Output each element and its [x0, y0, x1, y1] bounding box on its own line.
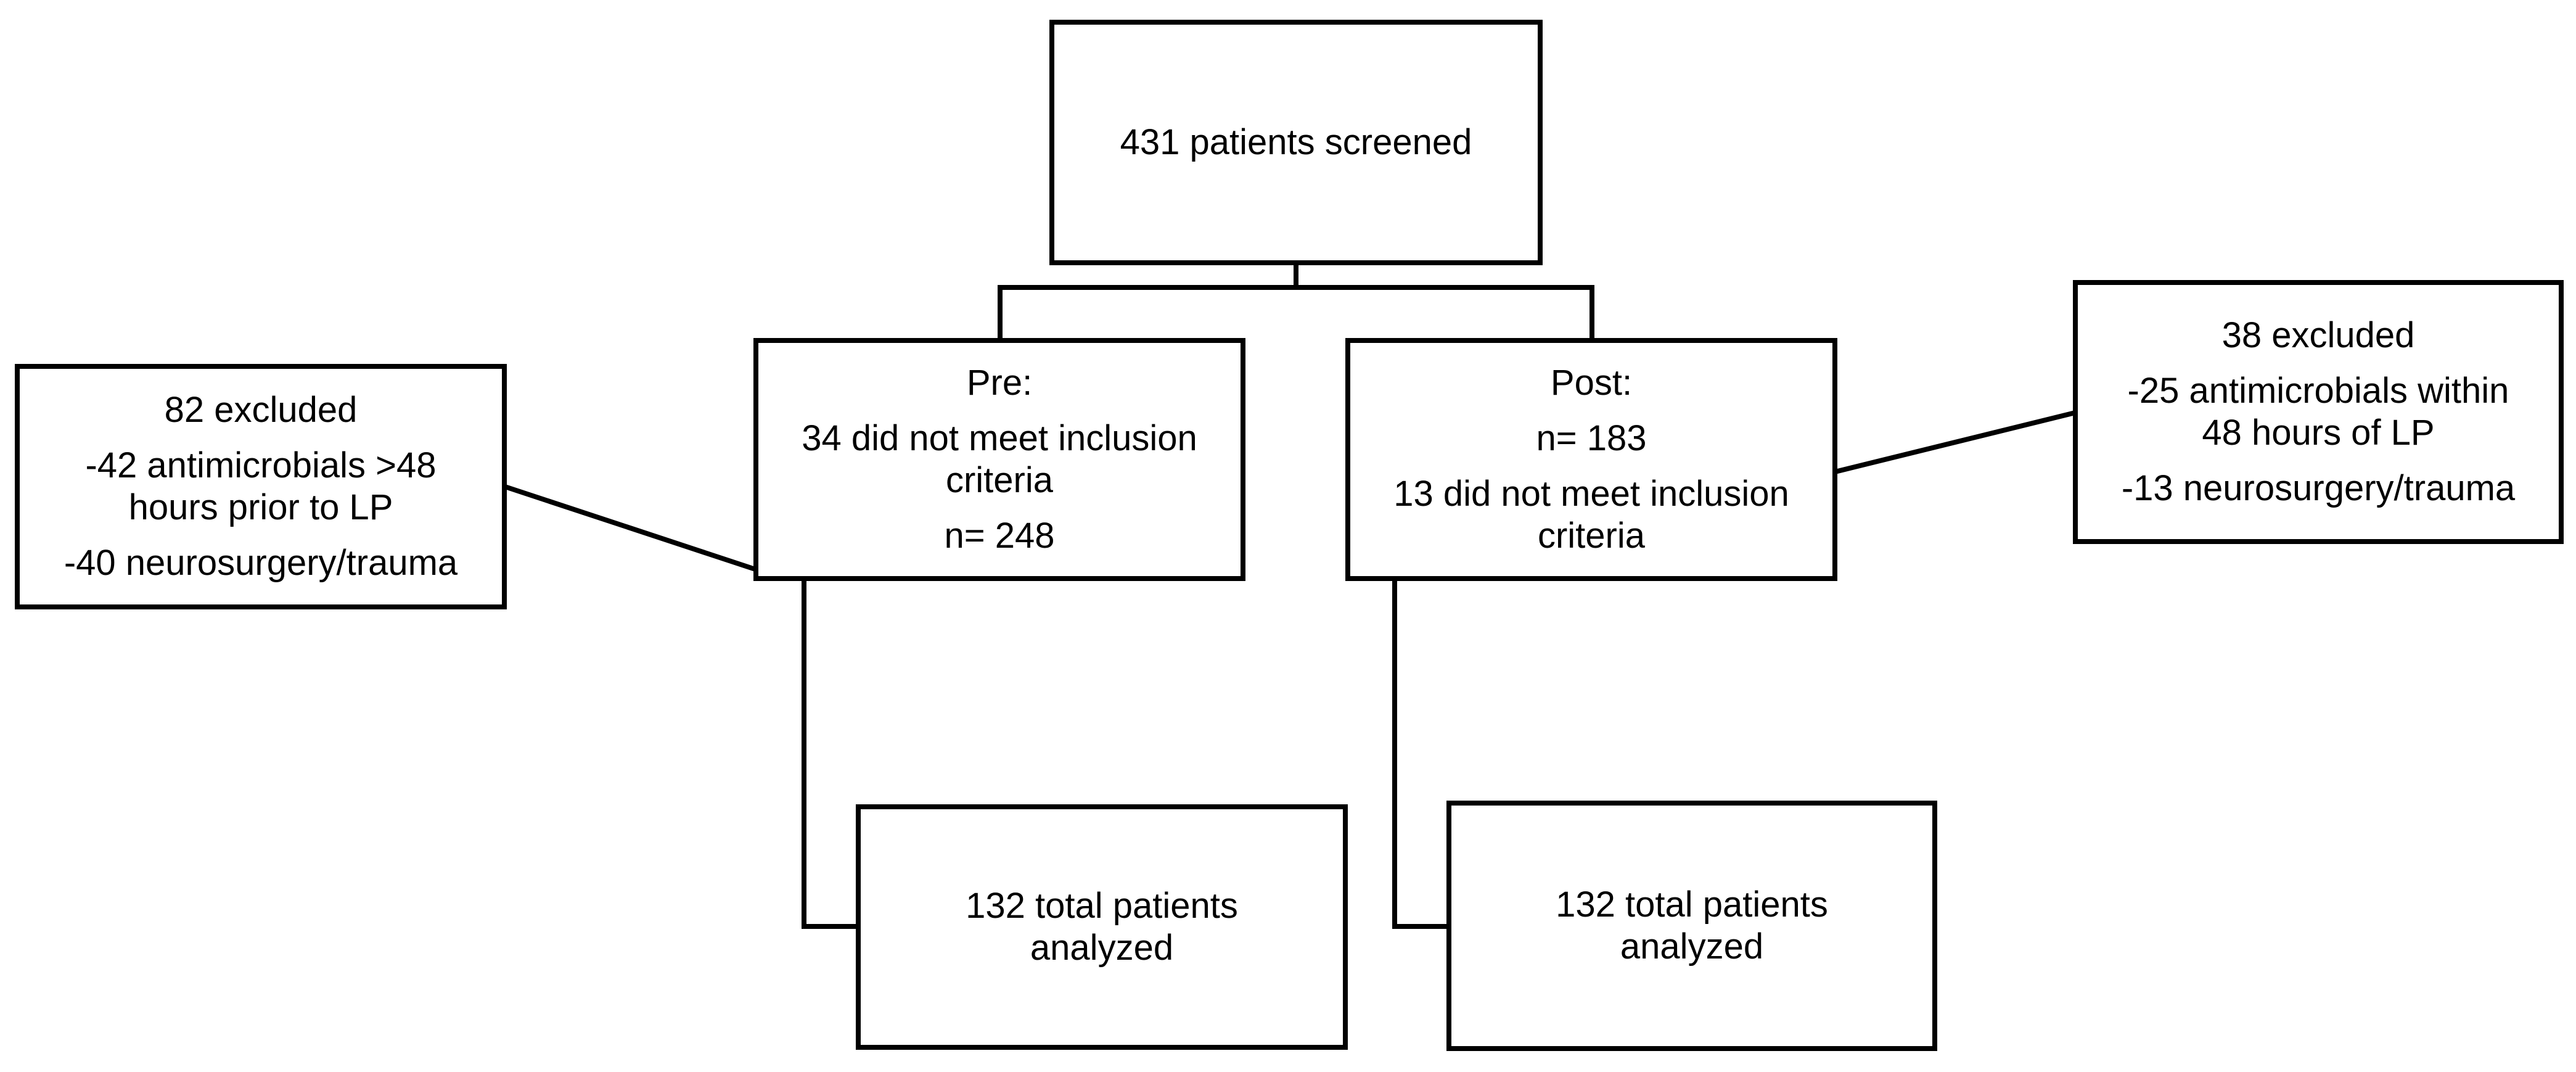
pre-analyzed-box: 132 total patients analyzed	[856, 804, 1348, 1050]
post-box: Post: n= 183 13 did not meet inclusion c…	[1345, 338, 1837, 581]
pre-excluded-title: 82 excluded	[164, 390, 358, 430]
post-not-met-line2: criteria	[1537, 516, 1646, 556]
screened-text: 431 patients screened	[1120, 122, 1472, 162]
pre-n: n= 248	[944, 516, 1055, 556]
pre-excluded-reason1-line2: hours prior to LP	[128, 487, 393, 527]
post-excluded-box: 38 excluded -25 antimicrobials within 48…	[2073, 280, 2564, 544]
screened-box: 431 patients screened	[1049, 20, 1543, 265]
pre-excluded-reason2: -40 neurosurgery/trauma	[64, 543, 458, 583]
pre-box: Pre: 34 did not meet inclusion criteria …	[753, 338, 1245, 581]
connector-pre-exclusion	[503, 484, 757, 572]
pre-header: Pre:	[966, 363, 1033, 403]
post-analyzed-line1: 132 total patients	[1556, 884, 1828, 925]
pre-not-met-line2: criteria	[945, 460, 1054, 500]
pre-excluded-reason1-line1: -42 antimicrobials >48	[85, 445, 437, 485]
post-n: n= 183	[1536, 418, 1647, 458]
post-not-met-line1: 13 did not meet inclusion	[1393, 474, 1789, 514]
post-excluded-reason2: -13 neurosurgery/trauma	[2121, 468, 2516, 508]
pre-excluded-box: 82 excluded -42 antimicrobials >48 hours…	[15, 364, 507, 609]
post-analyzed-box: 132 total patients analyzed	[1446, 801, 1937, 1051]
pre-not-met-line1: 34 did not meet inclusion	[802, 418, 1197, 458]
post-analyzed-line2: analyzed	[1620, 926, 1764, 967]
post-excluded-title: 38 excluded	[2221, 315, 2415, 355]
connector-post-exclusion	[1834, 410, 2076, 474]
post-excluded-reason1-line2: 48 hours of LP	[2202, 413, 2435, 453]
post-excluded-reason1-line1: -25 antimicrobials within	[2127, 371, 2509, 411]
pre-analyzed-line2: analyzed	[1030, 928, 1174, 968]
post-header: Post:	[1550, 363, 1633, 403]
pre-analyzed-line1: 132 total patients	[966, 886, 1238, 926]
